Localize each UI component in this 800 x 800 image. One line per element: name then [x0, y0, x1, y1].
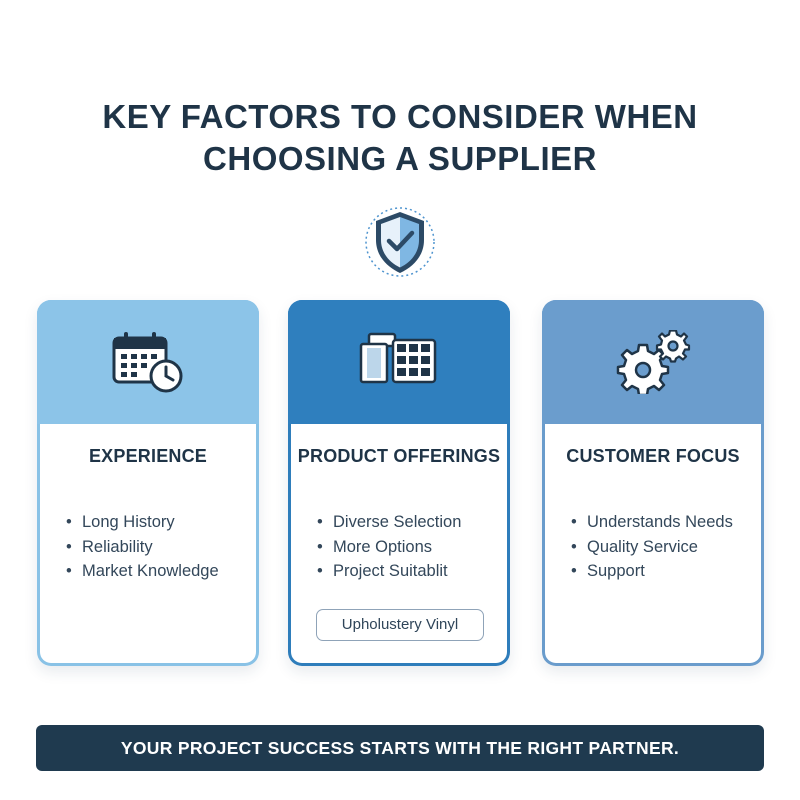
experience-list: Long History Reliability Market Knowledg…	[66, 510, 219, 584]
list-item: Quality Service	[571, 535, 733, 560]
list-item: Long History	[66, 510, 219, 535]
customer-focus-card-body: CUSTOMER FOCUS Understands Needs Quality…	[545, 424, 761, 663]
shield-check-icon	[365, 207, 435, 277]
product-offerings-card-header	[288, 300, 510, 424]
experience-card-body: EXPERIENCE Long History Reliability Mark…	[40, 424, 256, 663]
customer-focus-list: Understands Needs Quality Service Suppor…	[571, 510, 733, 584]
customer-focus-card: CUSTOMER FOCUS Understands Needs Quality…	[542, 300, 764, 666]
upholstery-vinyl-tag[interactable]: Upholustery Vinyl	[316, 609, 484, 641]
page-title: KEY FACTORS TO CONSIDER WHEN CHOOSING A …	[0, 96, 800, 180]
experience-card: EXPERIENCE Long History Reliability Mark…	[37, 300, 259, 666]
gears-icon	[616, 330, 691, 394]
list-item: Project Suitablit	[317, 559, 461, 584]
experience-title: EXPERIENCE	[88, 446, 208, 466]
list-item: Diverse Selection	[317, 510, 461, 535]
list-item: Understands Needs	[571, 510, 733, 535]
product-offerings-card: PRODUCT OFFERINGS Diverse Selection More…	[288, 300, 510, 666]
swatch-grid-icon	[359, 332, 437, 384]
list-item: More Options	[317, 535, 461, 560]
customer-focus-title: CUSTOMER FOCUS	[566, 446, 740, 466]
product-offerings-list: Diverse Selection More Options Project S…	[317, 510, 461, 584]
footer-banner: YOUR PROJECT SUCCESS STARTS WITH THE RIG…	[36, 725, 764, 771]
experience-card-header	[37, 300, 259, 424]
list-item: Support	[571, 559, 733, 584]
customer-focus-card-header	[542, 300, 764, 424]
calendar-clock-icon	[112, 332, 183, 393]
title-line-2: CHOOSING A SUPPLIER	[203, 140, 597, 177]
list-item: Reliability	[66, 535, 219, 560]
list-item: Market Knowledge	[66, 559, 219, 584]
title-line-1: KEY FACTORS TO CONSIDER WHEN	[102, 98, 698, 135]
product-offerings-title: PRODUCT OFFERINGS	[297, 446, 501, 466]
